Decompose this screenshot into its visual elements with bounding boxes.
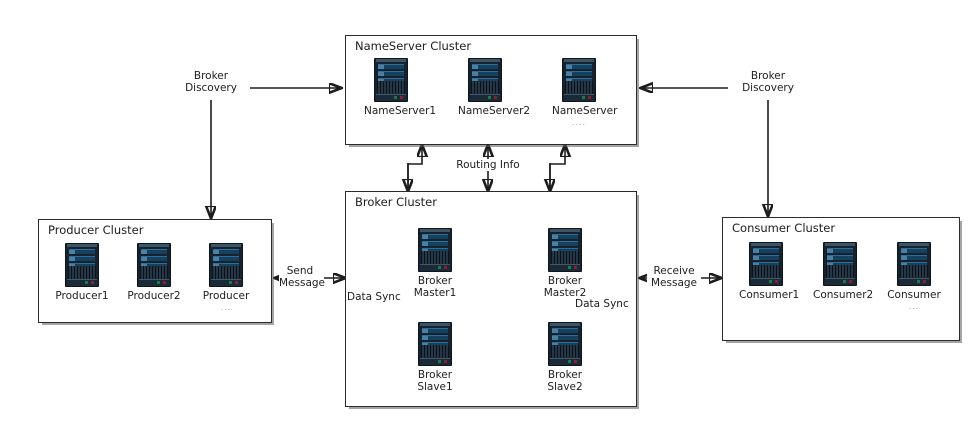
node-ellipsis: ... [220, 302, 232, 312]
node-producer-n[interactable]: Producer ... [199, 243, 253, 312]
label-broker-discovery-right: Broker Discovery [729, 70, 807, 94]
cluster-title-producer: Producer Cluster [48, 223, 144, 237]
node-nameserver1[interactable]: NameServer1 [364, 58, 437, 119]
server-icon [548, 228, 582, 272]
node-nameserver2[interactable]: NameServer2 [458, 58, 531, 119]
node-broker-slave2[interactable]: Broker Slave2 [538, 322, 592, 393]
node-label: NameServer [552, 105, 618, 117]
node-ellipsis: .... [571, 117, 587, 127]
node-broker-master1[interactable]: Broker Master1 [408, 228, 462, 299]
node-consumer1[interactable]: Consumer1 [739, 242, 800, 303]
node-label: Consumer [887, 289, 941, 301]
label-data-sync-right: Data Sync [575, 298, 629, 310]
server-icon [418, 322, 452, 366]
server-icon [749, 242, 783, 286]
server-icon [548, 322, 582, 366]
label-broker-discovery-left: Broker Discovery [172, 70, 250, 94]
server-icon [897, 242, 931, 286]
label-receive-message: Receive Message [647, 265, 701, 289]
node-producer1[interactable]: Producer1 [55, 243, 109, 304]
node-consumer2[interactable]: Consumer2 [813, 242, 874, 303]
server-icon [209, 243, 243, 287]
node-label: Producer [202, 290, 250, 302]
node-label: Producer1 [55, 290, 109, 302]
server-icon [468, 58, 502, 102]
node-consumer-n[interactable]: Consumer ... [887, 242, 941, 311]
node-broker-master2[interactable]: Broker Master2 [538, 228, 592, 299]
server-icon [137, 243, 171, 287]
label-send-message: Send Message [279, 265, 326, 289]
cluster-nameserver[interactable]: NameServer Cluster NameServer1 NameServe… [345, 35, 637, 145]
server-icon [823, 242, 857, 286]
node-ellipsis: ... [908, 301, 920, 311]
node-label: Producer2 [127, 290, 181, 302]
node-label: Broker Slave2 [547, 369, 583, 393]
cluster-title-broker: Broker Cluster [355, 195, 437, 209]
node-nameserver-n[interactable]: NameServer .... [552, 58, 618, 127]
node-producer2[interactable]: Producer2 [127, 243, 181, 304]
cluster-consumer[interactable]: Consumer Cluster Consumer1 Consumer2 [722, 217, 960, 341]
node-label: NameServer1 [364, 105, 437, 117]
cluster-producer[interactable]: Producer Cluster Producer1 Producer2 [38, 219, 272, 323]
server-icon [65, 243, 99, 287]
node-broker-slave1[interactable]: Broker Slave1 [408, 322, 462, 393]
node-label: Broker Master2 [543, 275, 587, 299]
server-icon [562, 58, 596, 102]
label-data-sync-left: Data Sync [347, 291, 401, 303]
node-label: Consumer2 [813, 289, 874, 301]
cluster-broker[interactable]: Broker Cluster Broker Master1 Broker Mas… [345, 191, 637, 407]
label-routing-info: Routing Info [447, 159, 529, 171]
node-label: NameServer2 [458, 105, 531, 117]
node-label: Broker Slave1 [417, 369, 453, 393]
server-icon [374, 58, 408, 102]
cluster-title-consumer: Consumer Cluster [732, 221, 836, 235]
node-label: Broker Master1 [413, 275, 457, 299]
cluster-title-nameserver: NameServer Cluster [355, 39, 472, 53]
node-label: Consumer1 [739, 289, 800, 301]
server-icon [418, 228, 452, 272]
